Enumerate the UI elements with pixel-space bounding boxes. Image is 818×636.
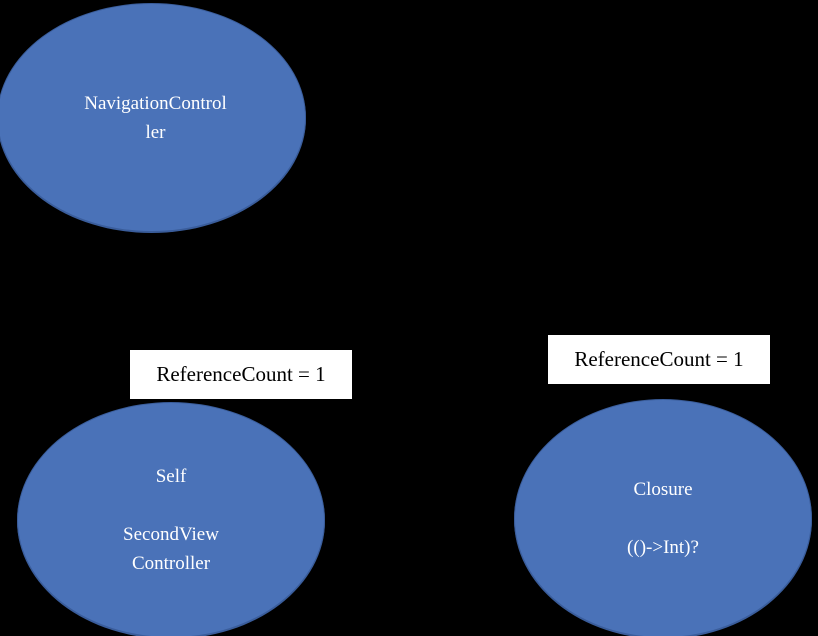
label-closure-reference-count: ReferenceCount = 1 <box>548 335 770 384</box>
label-self-reference-count: ReferenceCount = 1 <box>130 350 352 399</box>
node-closure[interactable]: Closure (()->Int)? <box>514 399 812 636</box>
node-closure-label: Closure (()->Int)? <box>627 479 699 558</box>
node-navigation-controller[interactable]: NavigationControl ler <box>0 3 306 232</box>
connector-closure-to-self <box>300 518 521 577</box>
node-self-label: Self SecondView Controller <box>123 466 219 574</box>
node-navigation-controller-label: NavigationControl ler <box>84 92 227 143</box>
node-self[interactable]: Self SecondView Controller <box>17 402 325 636</box>
